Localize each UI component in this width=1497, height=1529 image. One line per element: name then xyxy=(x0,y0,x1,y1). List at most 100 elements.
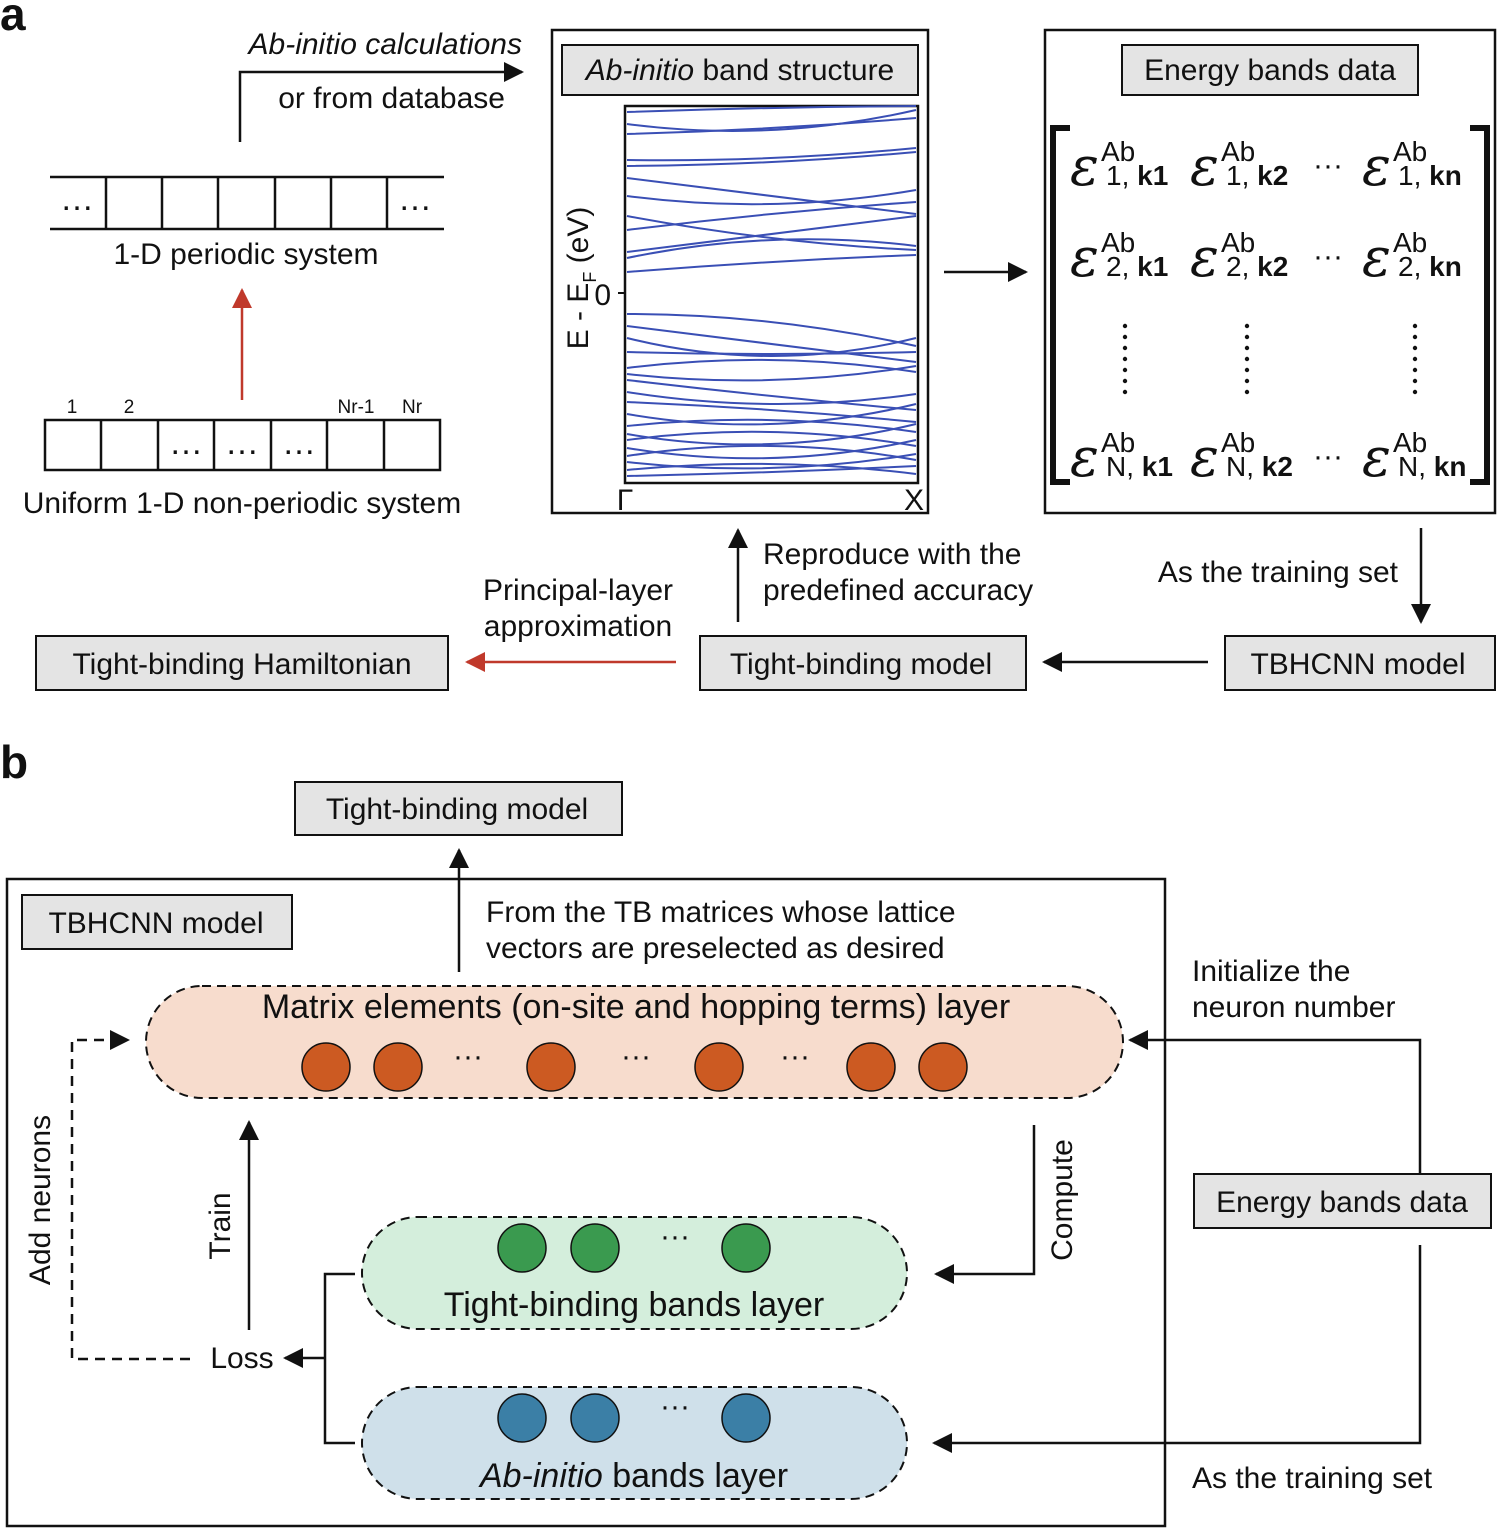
band-curve xyxy=(626,254,917,273)
band-curve xyxy=(626,403,917,426)
matrix-hdots: ··· xyxy=(1313,240,1343,273)
matrix-vdot xyxy=(1244,323,1250,329)
neuron xyxy=(918,1042,968,1092)
init-arrow xyxy=(1128,1030,1422,1174)
neuron-dots: ··· xyxy=(780,1040,810,1073)
energy-bands-title-box xyxy=(1121,44,1419,96)
neuron xyxy=(721,1223,771,1273)
ab-neurons: ··· xyxy=(497,1390,771,1443)
periodic-system-label: 1-D periodic system xyxy=(113,238,378,271)
band-curve xyxy=(626,379,917,411)
band-curve xyxy=(626,337,917,357)
matrix-vdot xyxy=(1412,389,1418,395)
energy-bands-box xyxy=(1043,28,1497,515)
band-curve xyxy=(626,109,917,132)
band-ylabel: E - EF (eV) xyxy=(562,207,600,350)
neuron xyxy=(721,1393,771,1443)
band-xtick-gamma: Γ xyxy=(617,484,634,517)
matrix-vdot xyxy=(1412,378,1418,384)
reproduce-label-2: predefined accuracy xyxy=(763,574,1033,607)
band-curve xyxy=(626,351,917,355)
ab-bands-layer-label: Ab-initio bands layer xyxy=(478,1457,788,1495)
tb-model-label-a: Tight-binding model xyxy=(730,648,992,681)
matrix-vdot xyxy=(1244,378,1250,384)
principal-label-1: Principal-layer xyxy=(483,574,673,607)
train-label: Train xyxy=(204,1192,237,1259)
loss-label: Loss xyxy=(210,1342,273,1375)
band-curves xyxy=(626,105,917,477)
tbhcnn-model-label: TBHCNN model xyxy=(1250,648,1465,681)
band-plot xyxy=(618,104,920,485)
cell-index-nr: Nr xyxy=(402,397,423,418)
panel-label-b: b xyxy=(0,736,28,788)
neuron xyxy=(570,1393,620,1443)
band-curve xyxy=(626,147,917,162)
energy-bands-box-b xyxy=(1193,1173,1492,1229)
matrix-vdot xyxy=(1122,367,1128,373)
tb-neurons: ··· xyxy=(497,1220,771,1273)
periodic-system: … … xyxy=(50,175,444,231)
tbhcnn-model-box xyxy=(1224,635,1496,691)
band-curve xyxy=(626,238,917,259)
matrix-vdot xyxy=(1412,367,1418,373)
abinitio-arrow-label-2: or from database xyxy=(278,82,505,115)
matrix-vdot xyxy=(1412,334,1418,340)
tb-hamiltonian-label: Tight-binding Hamiltonian xyxy=(72,648,411,681)
matrix-vdot xyxy=(1122,345,1128,351)
from-tb-label-2: vectors are preselected as desired xyxy=(486,932,945,965)
matrix-vdot xyxy=(1244,356,1250,362)
matrix-vdot xyxy=(1244,334,1250,340)
band-curve xyxy=(626,105,917,113)
nonperiodic-system-label: Uniform 1-D non-periodic system xyxy=(23,487,461,520)
neuron-dots: ··· xyxy=(660,1220,690,1253)
band-curve xyxy=(626,201,917,231)
tbhcnn-label: TBHCNN model xyxy=(48,907,263,940)
periodic-dots-right: … xyxy=(398,180,432,218)
matrix-vdot xyxy=(1412,345,1418,351)
tb-hamiltonian-box xyxy=(35,635,449,691)
matrix-vdot xyxy=(1244,367,1250,373)
nonperiodic-dots-3: … xyxy=(282,424,316,462)
band-curve xyxy=(626,430,917,447)
band-xtick-x: X xyxy=(904,484,924,517)
nonperiodic-system: … … … 1 2 Nr-1 Nr xyxy=(43,397,442,472)
band-curve xyxy=(626,462,917,475)
abinitio-arrow xyxy=(238,62,524,142)
band-curve xyxy=(626,365,917,382)
training-arrow-b xyxy=(932,1245,1422,1453)
neuron xyxy=(497,1223,547,1273)
band-curve xyxy=(626,444,917,461)
neuron xyxy=(373,1042,423,1092)
band-curve xyxy=(626,453,917,470)
matrix-vdot xyxy=(1122,356,1128,362)
neuron xyxy=(301,1042,351,1092)
add-neurons-arrow xyxy=(70,1030,190,1361)
tbhcnn-label-box xyxy=(21,894,293,950)
tbhcnn-frame xyxy=(5,877,1167,1528)
band-structure-title-box xyxy=(561,44,919,96)
abinitio-arrow-label-1: Ab-initio calculations xyxy=(247,28,522,61)
band-curve xyxy=(626,401,917,423)
matrix-hdots: ··· xyxy=(1313,440,1343,473)
loss-bracket xyxy=(323,1272,355,1445)
neuron-dots: ··· xyxy=(621,1040,651,1073)
reproduce-label-1: Reproduce with the xyxy=(763,538,1022,571)
matrix-vdot xyxy=(1122,389,1128,395)
init-label-2: neuron number xyxy=(1192,991,1395,1024)
tb-model-box-a xyxy=(699,635,1027,691)
band-curve xyxy=(626,117,917,135)
compute-label: Compute xyxy=(1046,1139,1079,1261)
nonperiodic-dots-2: … xyxy=(225,424,259,462)
matrix-vdot xyxy=(1122,323,1128,329)
neuron xyxy=(694,1042,744,1092)
add-neurons-label: Add neurons xyxy=(24,1115,57,1285)
band-curve xyxy=(626,215,917,253)
cell-index-1: 1 xyxy=(67,397,78,418)
matrix-vdot xyxy=(1122,378,1128,384)
